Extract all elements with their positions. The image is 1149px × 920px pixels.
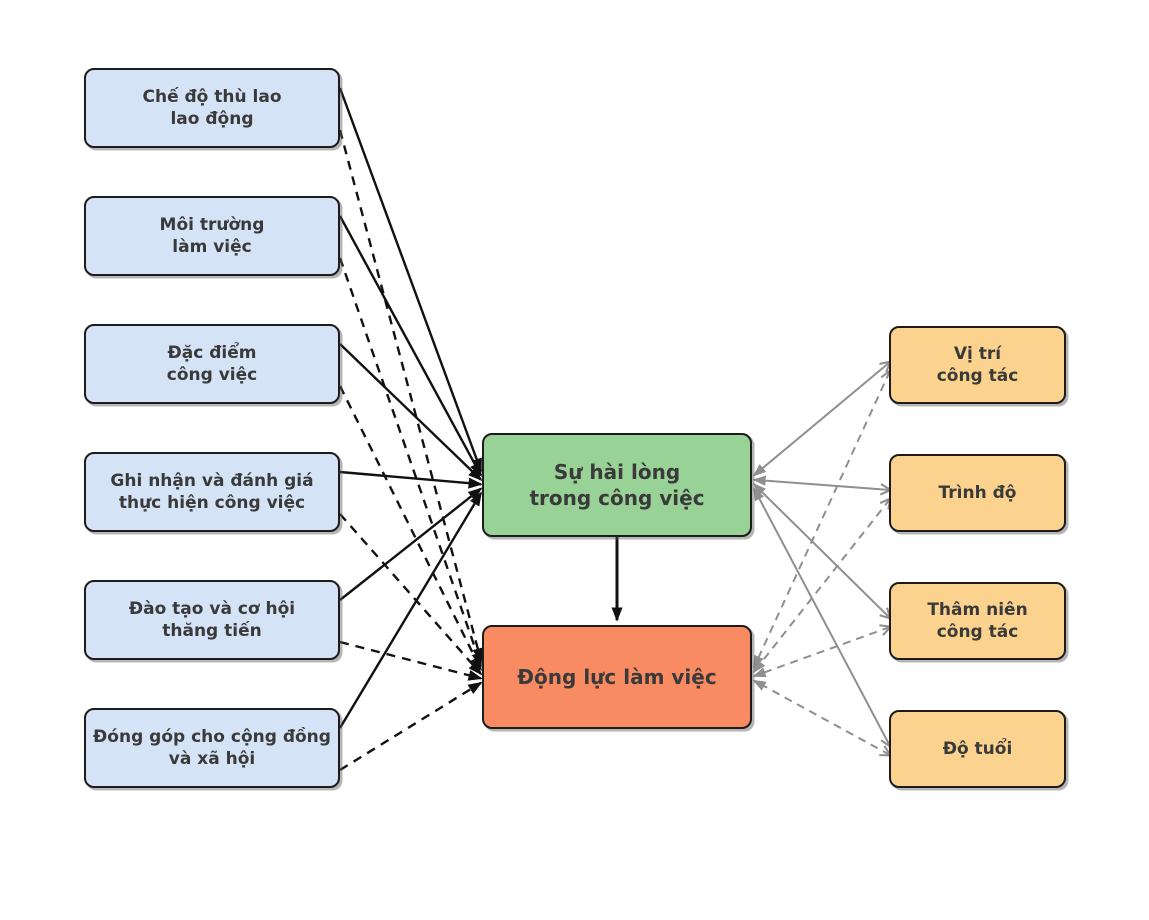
- node-che-do-thu-lao: Chế độ thù lao lao động: [84, 68, 340, 148]
- node-label: Chế độ thù lao lao động: [142, 86, 282, 129]
- node-label: Động lực làm việc: [517, 664, 717, 689]
- node-label: Ghi nhận và đánh giá thực hiện công việc: [110, 470, 314, 513]
- edge-left-2-to-motivation: [338, 257, 483, 667]
- node-label: Độ tuổi: [942, 738, 1013, 759]
- node-label: Đóng góp cho cộng đồng và xã hội: [93, 726, 331, 769]
- node-tham-nien-cong-tac: Thâm niên công tác: [889, 582, 1066, 660]
- edge-right-2-to-satisfaction: [754, 480, 890, 490]
- edge-right-1-to-motivation: [753, 371, 890, 667]
- edge-right-3-to-satisfaction: [754, 484, 890, 618]
- edge-left-4-to-motivation: [339, 513, 483, 676]
- node-label: Đào tạo và cơ hội thăng tiến: [128, 598, 296, 641]
- edge-left-6-to-satisfaction: [338, 491, 483, 729]
- node-dong-gop-cong-dong: Đóng góp cho cộng đồng và xã hội: [84, 708, 340, 788]
- node-dac-diem-cong-viec: Đặc điểm công việc: [84, 324, 340, 404]
- edge-left-5-to-motivation: [339, 640, 483, 681]
- edge-right-3-to-motivation: [754, 627, 890, 678]
- edge-left-1-to-motivation: [338, 129, 484, 663]
- edge-left-6-to-motivation: [339, 681, 483, 772]
- node-su-hai-long: Sự hài lòng trong công việc: [482, 433, 752, 537]
- edge-right-2-to-motivation: [754, 499, 890, 672]
- node-dao-tao-thang-tien: Đào tạo và cơ hội thăng tiến: [84, 580, 340, 660]
- edge-right-1-to-satisfaction: [754, 362, 890, 475]
- node-vi-tri-cong-tac: Vị trí công tác: [889, 326, 1066, 404]
- node-trinh-do: Trình độ: [889, 454, 1066, 532]
- edge-left-5-to-satisfaction: [339, 487, 483, 601]
- node-label: Môi trường làm việc: [159, 214, 265, 257]
- edge-right-4-to-motivation: [754, 679, 890, 755]
- node-do-tuoi: Độ tuổi: [889, 710, 1066, 788]
- node-moi-truong-lam-viec: Môi trường làm việc: [84, 196, 340, 276]
- node-ghi-nhan-danh-gia: Ghi nhận và đánh giá thực hiện công việc: [84, 452, 340, 532]
- edge-left-2-to-satisfaction: [338, 215, 483, 477]
- node-dong-luc-lam-viec: Động lực làm việc: [482, 625, 752, 729]
- node-label: Sự hài lòng trong công việc: [529, 459, 705, 510]
- edge-right-4-to-satisfaction: [753, 489, 890, 746]
- edge-left-3-to-satisfaction: [339, 343, 483, 482]
- node-label: Trình độ: [938, 482, 1017, 503]
- node-label: Đặc điểm công việc: [166, 342, 258, 385]
- node-label: Vị trí công tác: [936, 343, 1019, 386]
- node-label: Thâm niên công tác: [927, 599, 1028, 642]
- edge-left-4-to-satisfaction: [339, 470, 483, 489]
- edge-left-3-to-motivation: [338, 385, 483, 672]
- edge-left-1-to-satisfaction: [338, 87, 483, 473]
